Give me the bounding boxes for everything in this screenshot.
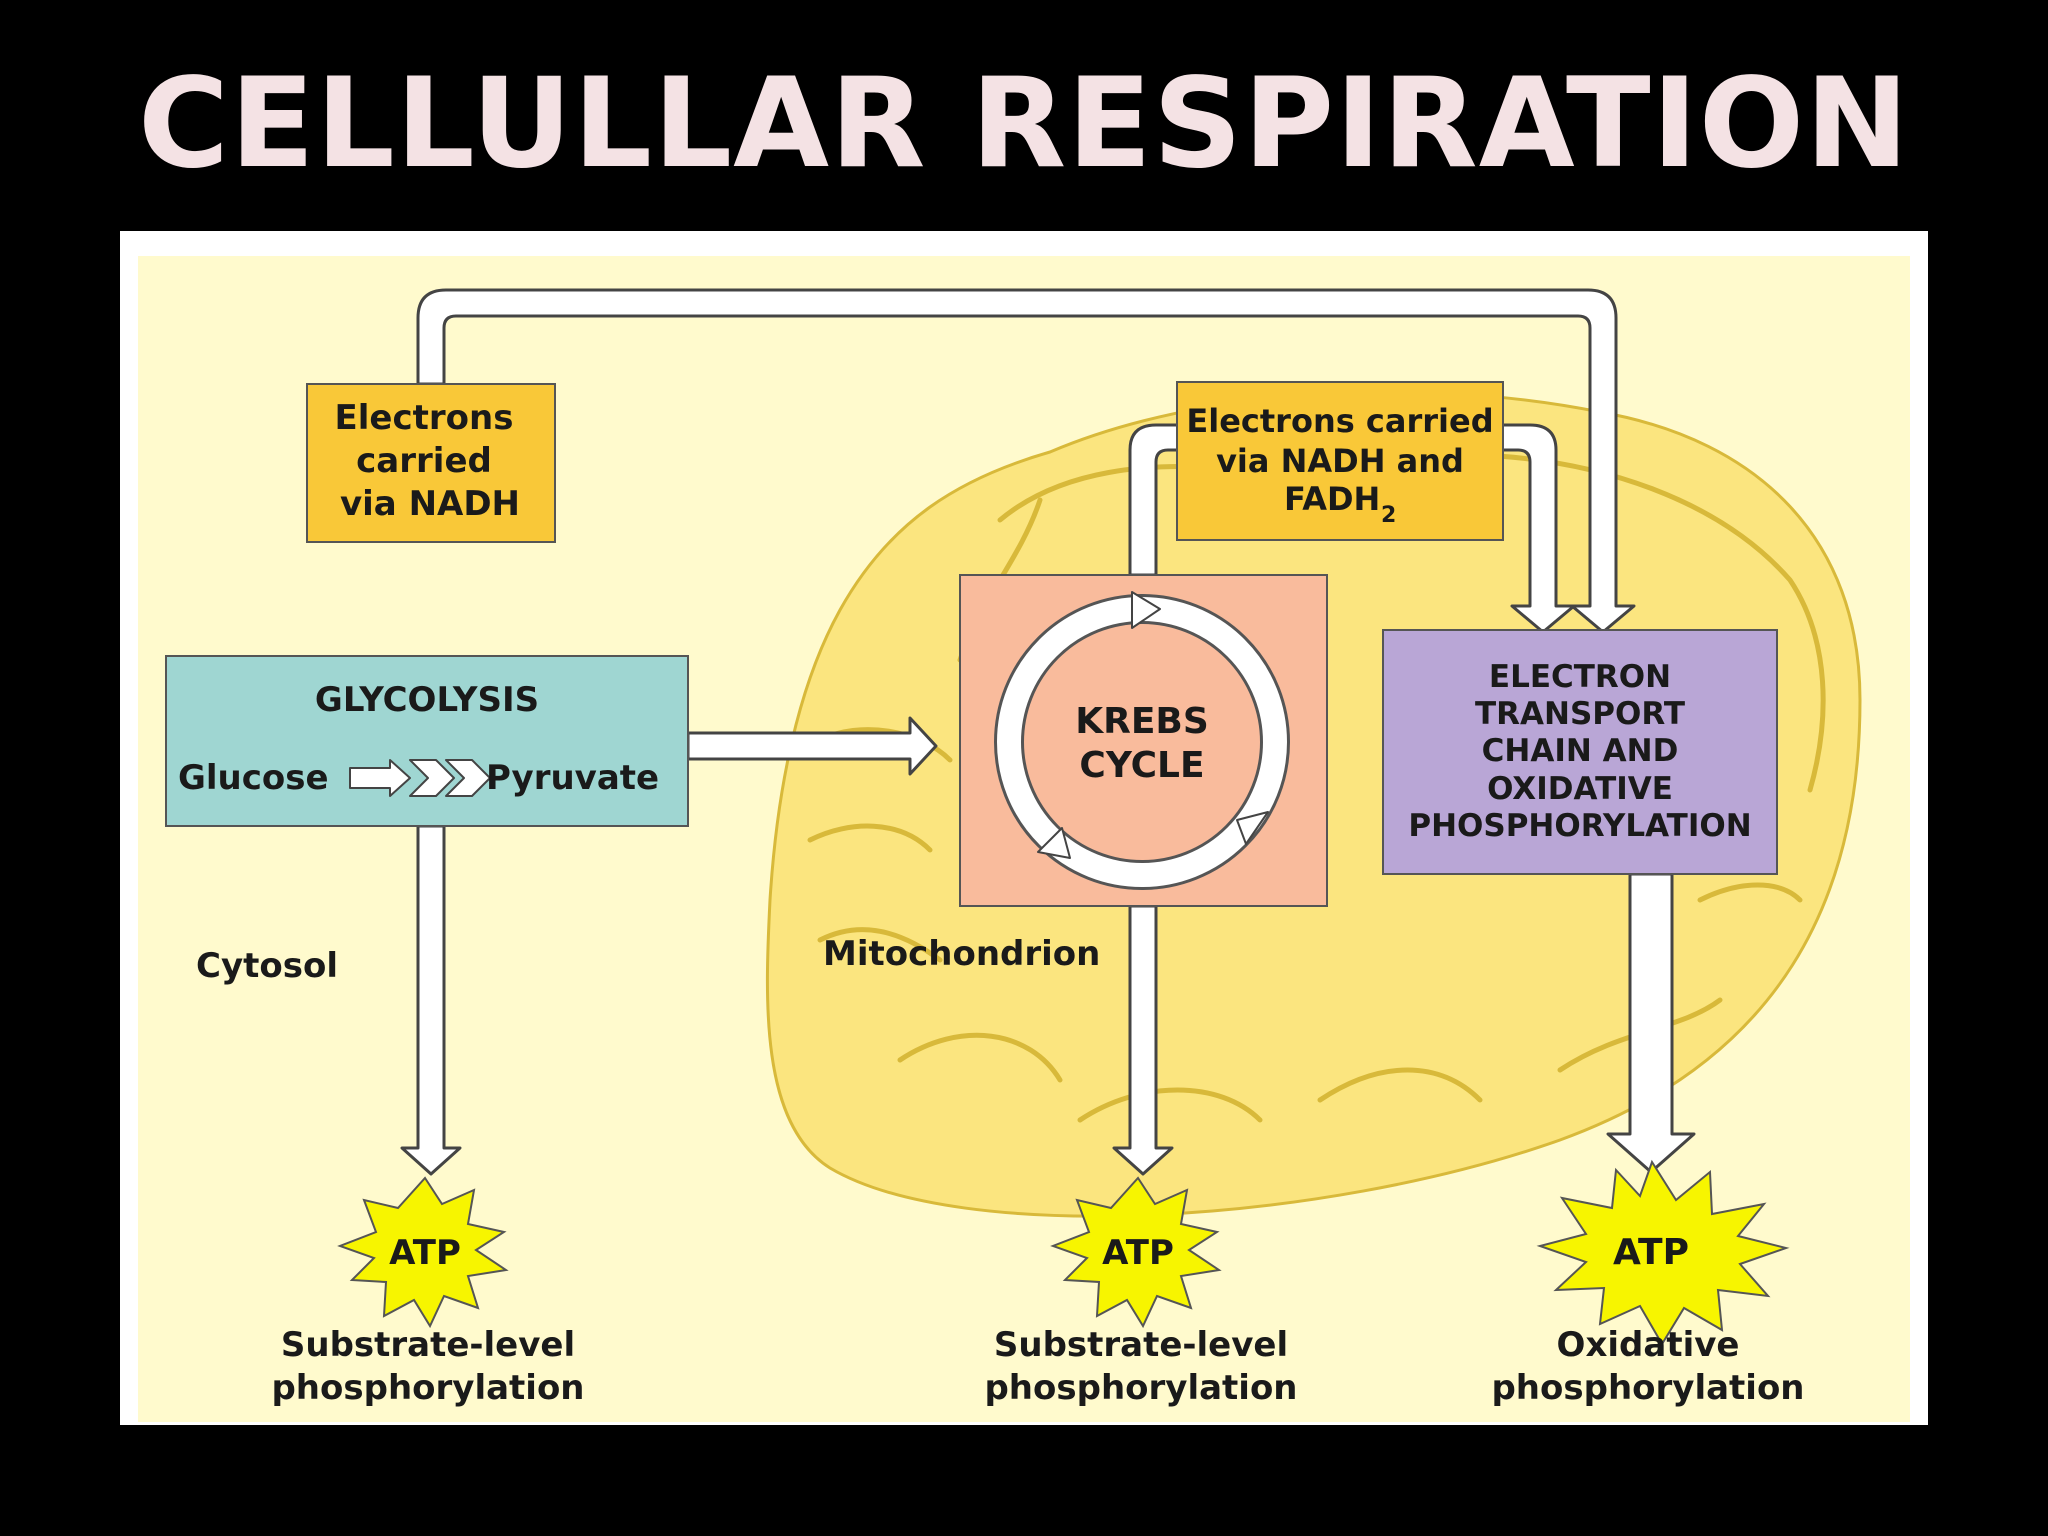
carrier-fadh-line3: FADH — [1284, 480, 1380, 518]
carrier-box-nadh — [306, 383, 556, 543]
output-2-line2: phosphorylation — [984, 1368, 1297, 1408]
atp-burst-1 — [337, 1176, 509, 1329]
etc-line5: PHOSPHORYLATION — [1408, 808, 1751, 844]
atp-output-2: ATP Substrate-level phosphorylation — [984, 1176, 1298, 1408]
atp-label-1: ATP — [389, 1233, 461, 1273]
slide-title: CELLULLAR RESPIRATION — [138, 52, 1910, 196]
cytosol-label: Cytosol — [196, 946, 338, 986]
glycolysis-step-arrows — [349, 759, 491, 797]
arrow-krebs-to-etc — [1128, 423, 1576, 634]
carrier-fadh-subscript: 2 — [1381, 503, 1396, 528]
arrow-krebs-to-atp — [1112, 904, 1174, 1176]
carrier-fadh-line2: via NADH and — [1216, 442, 1464, 480]
carrier-nadh-line1: Electrons — [335, 398, 514, 438]
arrow-pyruvate-to-krebs — [686, 716, 938, 776]
etc-line3: CHAIN AND — [1482, 733, 1679, 769]
krebs-line2: CYCLE — [1079, 745, 1204, 786]
krebs-cycle-arrowheads — [1037, 591, 1269, 859]
atp-label-2: ATP — [1102, 1233, 1174, 1273]
carrier-nadh-line2: carried — [356, 441, 492, 481]
atp-label-3: ATP — [1613, 1232, 1689, 1273]
atp-output-1: ATP Substrate-level phosphorylation — [271, 1176, 585, 1408]
glycolysis-input: Glucose — [178, 758, 329, 798]
atp-output-3: ATP Oxidative phosphorylation — [1491, 1159, 1805, 1408]
step-arrow-3 — [445, 759, 491, 797]
output-3-line1: Oxidative — [1557, 1325, 1740, 1365]
step-arrow-2 — [409, 759, 455, 797]
krebs-line1: KREBS — [1075, 701, 1209, 742]
atp-burst-2 — [1050, 1176, 1222, 1329]
etc-line1: ELECTRON — [1489, 659, 1671, 695]
mitochondrion-label: Mitochondrion — [823, 934, 1100, 974]
carrier-box-nadh-fadh2 — [1176, 381, 1504, 541]
arrows — [400, 288, 1696, 1176]
etc-line2: TRANSPORT — [1475, 696, 1685, 732]
output-3-line2: phosphorylation — [1491, 1368, 1804, 1408]
step-arrow-1 — [349, 759, 411, 797]
output-1-line2: phosphorylation — [271, 1368, 584, 1408]
etc-box — [1382, 629, 1778, 875]
glycolysis-title: GLYCOLYSIS — [315, 680, 539, 720]
output-1-line1: Substrate-level — [281, 1325, 575, 1365]
krebs-arrowhead-right — [1236, 811, 1269, 845]
arrow-glycolysis-to-atp — [400, 824, 462, 1176]
carrier-nadh-line3: via NADH — [340, 484, 520, 524]
krebs-arrowhead-top — [1131, 591, 1161, 629]
arrow-nadh-to-etc — [416, 288, 1636, 634]
glycolysis-box — [165, 655, 689, 827]
carrier-fadh-line1: Electrons carried — [1186, 402, 1493, 440]
atp-burst-3 — [1536, 1159, 1790, 1346]
output-2-line1: Substrate-level — [994, 1325, 1288, 1365]
krebs-arrowhead-left — [1037, 827, 1071, 859]
glycolysis-output: Pyruvate — [486, 758, 659, 798]
arrow-etc-to-atp — [1606, 872, 1696, 1174]
etc-line4: OXIDATIVE — [1487, 771, 1673, 807]
